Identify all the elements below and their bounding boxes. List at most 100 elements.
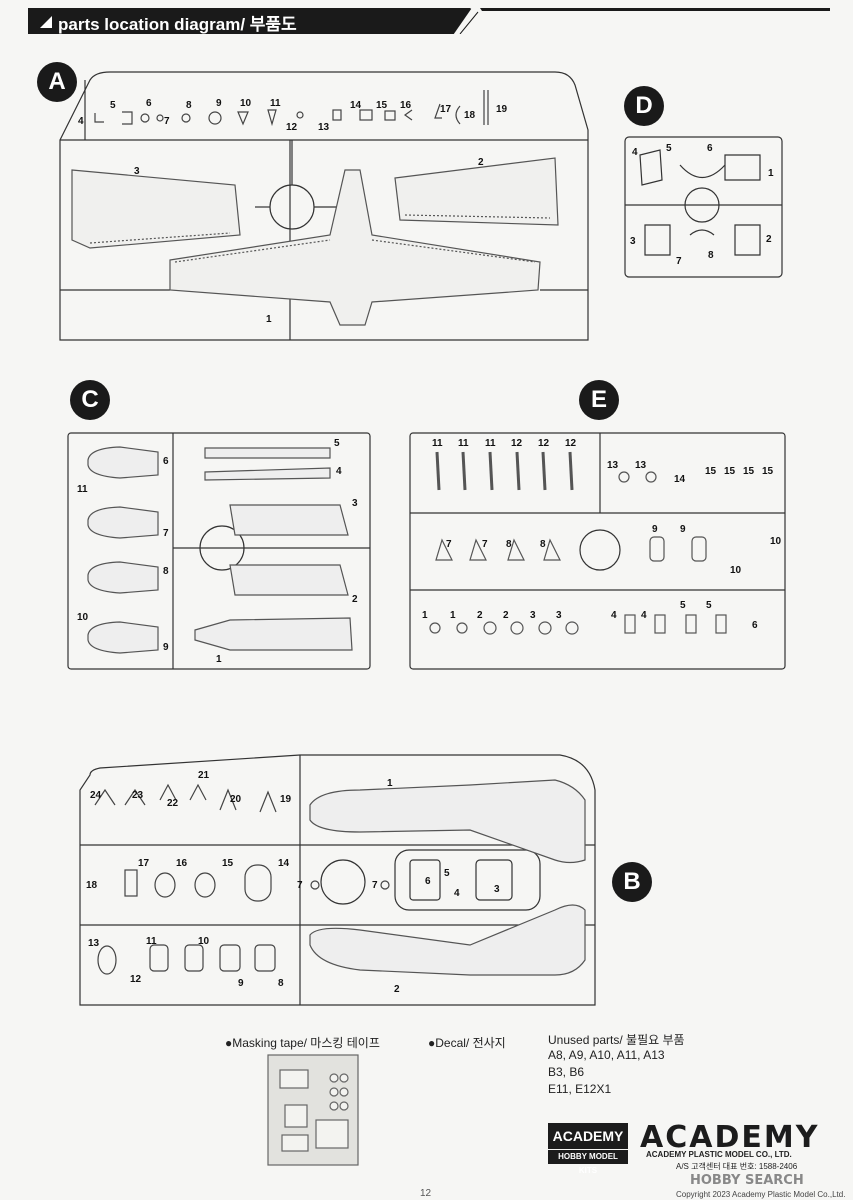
svg-text:7: 7 <box>163 528 169 539</box>
sprue-e-parts <box>429 451 727 635</box>
svg-text:1: 1 <box>216 654 222 665</box>
svg-text:7: 7 <box>446 539 452 550</box>
header-bar: parts location diagram/ 부품도 <box>0 8 853 34</box>
svg-text:14: 14 <box>278 858 290 869</box>
svg-text:5: 5 <box>666 143 672 154</box>
company-name: ACADEMY PLASTIC MODEL CO., LTD. <box>646 1150 792 1159</box>
svg-text:9: 9 <box>680 524 686 535</box>
sprue-c-parts <box>87 446 353 654</box>
unused-parts-line-3: E11, E12X1 <box>548 1082 612 1096</box>
svg-text:10: 10 <box>730 565 742 576</box>
svg-text:11: 11 <box>458 438 469 449</box>
sprue-b-small-parts <box>94 783 390 975</box>
svg-text:21: 21 <box>198 770 210 781</box>
academy-box-logo: ACADEMY <box>548 1123 628 1149</box>
sprue-a-small-parts <box>94 90 489 127</box>
academy-wordmark-logo: ACADEMY <box>640 1120 820 1155</box>
svg-text:12: 12 <box>130 974 142 985</box>
svg-text:3: 3 <box>352 498 358 509</box>
svg-text:1: 1 <box>422 610 428 621</box>
svg-text:12: 12 <box>286 122 298 133</box>
svg-text:2: 2 <box>352 594 358 605</box>
svg-text:15: 15 <box>222 858 234 869</box>
sprue-a-part-numbers: 4 5 6 7 8 9 10 11 12 13 14 15 16 17 18 1… <box>78 98 508 325</box>
svg-text:6: 6 <box>752 620 758 631</box>
academy-box-sub: HOBBY MODEL KITS <box>548 1150 628 1175</box>
svg-text:15: 15 <box>724 466 736 477</box>
svg-text:2: 2 <box>503 610 509 621</box>
sprue-c-frame <box>67 432 371 670</box>
svg-text:17: 17 <box>440 104 452 115</box>
sprue-a-lower-wing <box>169 169 541 326</box>
sprue-b-frame <box>79 754 596 1006</box>
svg-text:1: 1 <box>387 778 393 789</box>
svg-text:7: 7 <box>482 539 488 550</box>
svg-text:8: 8 <box>708 250 714 261</box>
svg-text:4: 4 <box>641 610 647 621</box>
unused-parts-line-2: B3, B6 <box>548 1065 585 1079</box>
svg-text:11: 11 <box>432 438 443 449</box>
svg-text:10: 10 <box>77 612 89 623</box>
sprue-e-part-numbers: 11 11 11 12 12 12 13 13 14 15 15 15 15 7… <box>422 438 782 631</box>
svg-text:7: 7 <box>676 256 682 267</box>
svg-text:2: 2 <box>394 984 400 995</box>
svg-text:3: 3 <box>556 610 562 621</box>
svg-text:8: 8 <box>186 100 192 111</box>
masking-tape-sheet <box>267 1054 359 1166</box>
svg-text:9: 9 <box>163 642 169 653</box>
copyright-line: Copyright 2023 Academy Plastic Model Co.… <box>676 1190 846 1199</box>
svg-text:6: 6 <box>163 456 169 467</box>
svg-text:3: 3 <box>494 884 500 895</box>
hobby-search-watermark: HOBBY SEARCH <box>690 1173 804 1188</box>
svg-text:10: 10 <box>240 98 252 109</box>
svg-text:4: 4 <box>632 147 638 158</box>
svg-text:9: 9 <box>652 524 658 535</box>
svg-text:1: 1 <box>450 610 456 621</box>
sprue-label-a: A <box>37 62 77 102</box>
svg-text:10: 10 <box>198 936 210 947</box>
svg-text:18: 18 <box>464 110 476 121</box>
svg-text:8: 8 <box>506 539 512 550</box>
svg-text:7: 7 <box>297 880 303 891</box>
svg-text:5: 5 <box>444 868 450 879</box>
svg-text:4: 4 <box>454 888 460 899</box>
sprue-d-frame <box>624 136 783 278</box>
svg-text:19: 19 <box>496 104 508 115</box>
sprue-label-d: D <box>624 86 664 126</box>
svg-text:22: 22 <box>167 798 179 809</box>
header-bar-shape <box>28 8 830 34</box>
sprue-a-wing-right <box>394 157 559 226</box>
svg-text:12: 12 <box>565 438 577 449</box>
svg-text:10: 10 <box>770 536 782 547</box>
svg-text:15: 15 <box>705 466 717 477</box>
sprue-c-part-numbers: 1 2 3 4 5 6 7 8 9 10 11 <box>77 438 358 665</box>
svg-text:17: 17 <box>138 858 150 869</box>
svg-text:4: 4 <box>336 466 342 477</box>
svg-text:8: 8 <box>540 539 546 550</box>
svg-text:23: 23 <box>132 790 144 801</box>
svg-text:6: 6 <box>425 876 431 887</box>
triangle-bullet-icon <box>40 16 52 28</box>
svg-text:2: 2 <box>477 610 483 621</box>
sprue-b-fuselage-top <box>309 779 586 864</box>
svg-text:11: 11 <box>485 438 496 449</box>
svg-text:16: 16 <box>176 858 188 869</box>
svg-text:2: 2 <box>478 157 484 168</box>
svg-text:6: 6 <box>707 143 713 154</box>
page-title: parts location diagram/ 부품도 <box>58 15 297 34</box>
svg-text:14: 14 <box>674 474 686 485</box>
sprue-label-b: B <box>612 862 652 902</box>
svg-text:14: 14 <box>350 100 362 111</box>
svg-text:8: 8 <box>163 566 169 577</box>
svg-text:9: 9 <box>238 978 244 989</box>
svg-text:5: 5 <box>110 100 116 111</box>
svg-text:11: 11 <box>270 98 281 109</box>
svg-text:6: 6 <box>146 98 152 109</box>
svg-text:7: 7 <box>372 880 378 891</box>
sprue-d-part-numbers: 1 2 3 4 5 6 7 8 <box>630 143 774 267</box>
svg-text:13: 13 <box>635 460 647 471</box>
svg-text:11: 11 <box>146 936 157 947</box>
svg-text:2: 2 <box>766 234 772 245</box>
sprue-a-frame <box>59 71 589 341</box>
svg-text:12: 12 <box>511 438 523 449</box>
